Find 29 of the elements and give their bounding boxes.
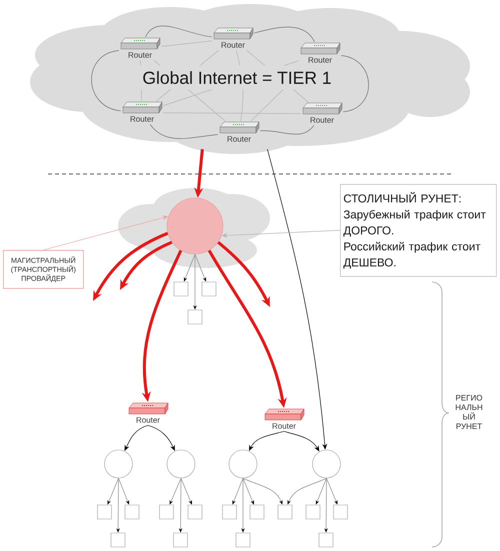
square [188, 310, 202, 324]
router-label: Router [272, 423, 296, 429]
circle [104, 450, 133, 478]
square [110, 532, 126, 548]
square [222, 504, 237, 520]
callout-text: Российский трафик стоит ДЕШЕВО. [343, 242, 480, 269]
square [236, 532, 250, 548]
router-label: Router [136, 417, 160, 423]
callout-heading: СТОЛИЧНЫЙ РУНЕТ: [344, 192, 461, 202]
bracket-label: РЕГИО НАЛЬН ЫЙ РУНЕТ [456, 394, 482, 430]
circle [166, 450, 196, 478]
router-label: Router [228, 136, 251, 142]
circle [312, 450, 341, 478]
square [278, 504, 292, 520]
square [318, 532, 334, 548]
callout-box [340, 184, 497, 277]
square [174, 282, 188, 296]
square [306, 504, 320, 520]
circle [166, 198, 224, 254]
callout-text: Зарубежный трафик стоит ДОРОГО. [343, 210, 486, 237]
square [173, 532, 188, 548]
square [202, 282, 216, 296]
square [124, 504, 140, 520]
square [97, 504, 112, 520]
square [250, 504, 264, 520]
circle [228, 450, 258, 478]
square [159, 504, 174, 520]
square [188, 504, 202, 520]
square [333, 504, 348, 520]
